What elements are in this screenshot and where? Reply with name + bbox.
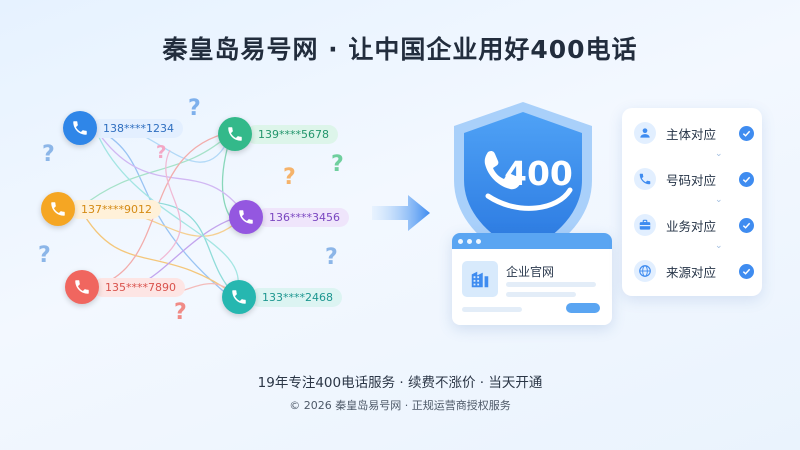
browser-bar xyxy=(452,233,612,249)
phone-icon xyxy=(65,270,99,304)
phone-number-chip: 137****9012 xyxy=(41,192,161,226)
question-mark-icon: ? xyxy=(188,96,201,121)
globe-icon xyxy=(634,260,656,282)
enterprise-site-card: 企业官网 xyxy=(452,233,612,325)
site-button xyxy=(566,303,600,313)
match-checklist: 主体对应 ⌄ 号码对应 ⌄ 业务对应 ⌄ xyxy=(622,108,762,296)
phone-icon xyxy=(222,280,256,314)
checklist-item: 来源对应 xyxy=(634,259,754,283)
phone-number-chip: 138****1234 xyxy=(63,111,183,145)
question-mark-icon: ? xyxy=(174,300,187,325)
phone-icon xyxy=(634,168,656,190)
checklist-label: 主体对应 xyxy=(666,126,717,142)
checklist-label: 业务对应 xyxy=(666,218,717,234)
checklist-label: 来源对应 xyxy=(666,264,717,280)
phone-number-chip: 139****5678 xyxy=(218,117,338,151)
phone-number-chip: 135****7890 xyxy=(65,270,185,304)
building-icon xyxy=(462,261,498,297)
chevron-down-icon: ⌄ xyxy=(715,195,723,205)
phone-icon xyxy=(41,192,75,226)
phone-icon xyxy=(218,117,252,151)
site-name: 企业官网 xyxy=(506,265,555,279)
footer-copyright: © 2026 秦皇岛易号网 · 正规运营商授权服务 xyxy=(289,399,511,412)
checklist-item: 号码对应 xyxy=(634,167,754,191)
user-icon xyxy=(634,122,656,144)
check-icon xyxy=(739,125,754,141)
question-mark-icon: ? xyxy=(325,245,338,270)
checklist-item: 主体对应 xyxy=(634,121,754,145)
phone-number-label: 133****2468 xyxy=(250,287,342,307)
shield-label: 400 xyxy=(504,154,573,193)
check-icon xyxy=(739,217,754,233)
phone-number-label: 136****3456 xyxy=(257,207,349,227)
phone-number-chip: 133****2468 xyxy=(222,280,342,314)
shield-icon xyxy=(454,102,592,264)
question-mark-icon: ? xyxy=(42,142,55,167)
question-mark-icon: ? xyxy=(283,165,296,190)
phone-icon xyxy=(63,111,97,145)
checklist-label: 号码对应 xyxy=(666,172,717,188)
question-mark-icon: ? xyxy=(38,243,51,268)
placeholder-line xyxy=(506,282,596,287)
chevron-down-icon: ⌄ xyxy=(715,241,723,251)
question-mark-icon: ? xyxy=(331,152,344,177)
phone-number-label: 138****1234 xyxy=(91,118,183,138)
phone-chaos-area: 138****1234 139****5678 137****9012 136*… xyxy=(0,90,380,340)
check-icon xyxy=(739,263,754,279)
check-icon xyxy=(739,171,754,187)
slogan: 19年专注400电话服务 · 续费不涨价 · 当天开通 xyxy=(257,375,543,391)
briefcase-icon xyxy=(634,214,656,236)
question-mark-icon: ? xyxy=(156,142,167,163)
chevron-down-icon: ⌄ xyxy=(715,149,723,159)
phone-number-chip: 136****3456 xyxy=(229,200,349,234)
placeholder-line xyxy=(462,307,522,312)
phone-number-label: 139****5678 xyxy=(246,124,338,144)
placeholder-line xyxy=(506,292,576,297)
checklist-item: 业务对应 xyxy=(634,213,754,237)
phone-number-label: 135****7890 xyxy=(93,277,185,297)
arrow-right-icon xyxy=(372,195,430,231)
phone-icon xyxy=(229,200,263,234)
page-title: 秦皇岛易号网 · 让中国企业用好400电话 xyxy=(162,35,638,64)
phone-number-label: 137****9012 xyxy=(69,199,161,219)
